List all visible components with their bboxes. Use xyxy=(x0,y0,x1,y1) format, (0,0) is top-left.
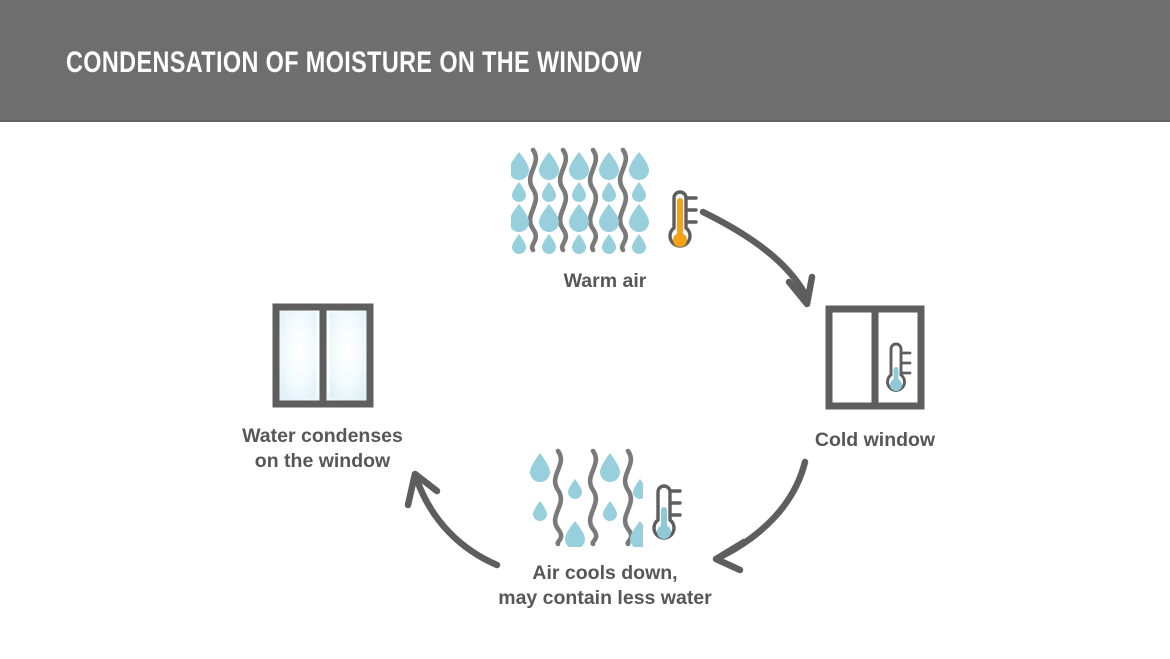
thermometer-mercury xyxy=(660,507,667,531)
node-cooled-air-label: Air cools down, may contain less water xyxy=(498,562,712,609)
thermometer-bulb xyxy=(673,233,687,247)
node-warm-air: Warm air xyxy=(455,144,755,294)
hot-thermometer-icon xyxy=(668,190,698,248)
header-bar: Condensation of moisture on the window xyxy=(0,0,1170,122)
node-cooled-air: Air cools down, may contain less water xyxy=(455,442,755,611)
droplet-group xyxy=(511,152,649,254)
page-title: Condensation of moisture on the window xyxy=(66,46,642,79)
window-pane-right xyxy=(329,313,364,398)
fogged-window-icon xyxy=(165,300,480,408)
diagram-canvas: Warm air Cold window xyxy=(0,122,1170,659)
node-warm-air-label: Warm air xyxy=(563,270,647,292)
node-condensation-label: Water condenses on the window xyxy=(242,425,403,472)
vapour-wave-group xyxy=(527,147,629,253)
warm-air-icon xyxy=(455,144,755,256)
node-cold-window-label: Cold window xyxy=(814,429,936,451)
thermometer-mercury xyxy=(677,198,683,236)
window-pane-left xyxy=(281,313,316,398)
cold-window-icon xyxy=(735,302,1015,410)
droplet-group xyxy=(529,453,643,547)
node-condensation: Water condenses on the window xyxy=(165,300,480,474)
node-cold-window: Cold window xyxy=(735,302,1015,453)
cold-thermometer-icon xyxy=(886,342,912,392)
cold-thermometer-icon xyxy=(651,484,682,540)
cool-air-icon xyxy=(455,442,755,547)
vapour-wave-group xyxy=(552,448,633,547)
thermometer-bulb xyxy=(656,525,671,539)
